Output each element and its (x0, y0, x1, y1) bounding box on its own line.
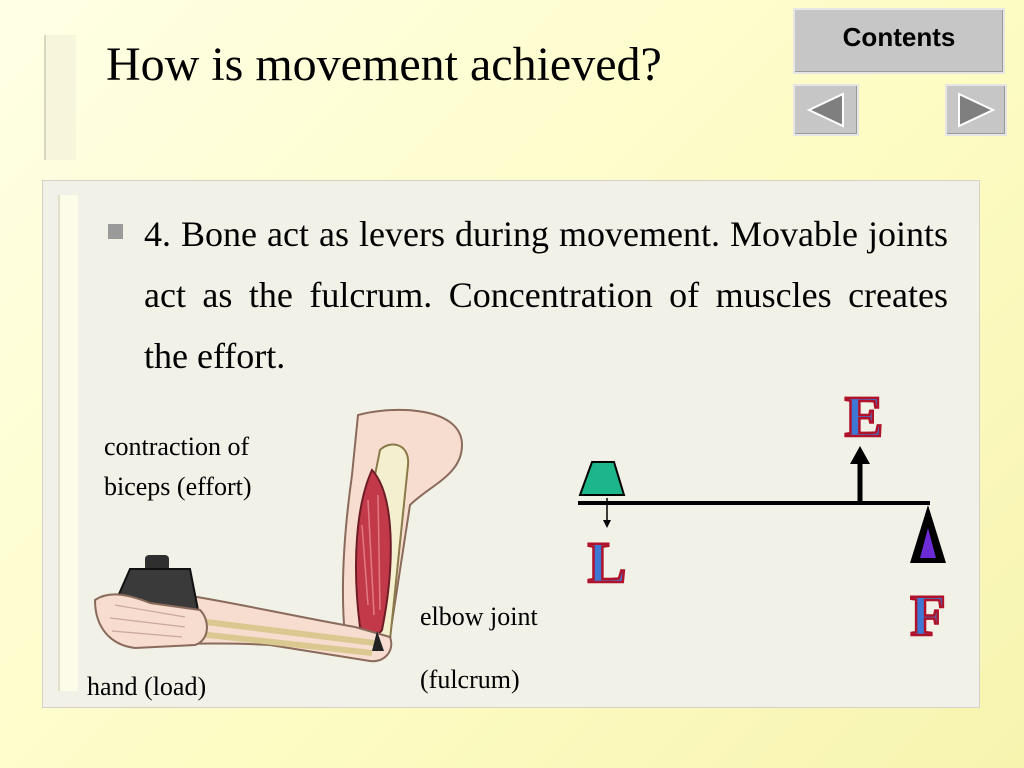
content-accent-bar (58, 195, 78, 691)
load-letter: L (588, 530, 627, 595)
effort-letter: E (845, 384, 884, 449)
title-accent-bar (44, 35, 76, 160)
hand-caption: hand (load) (87, 672, 207, 701)
contents-button[interactable]: Contents (793, 8, 1005, 74)
lever-diagram: E L F (578, 383, 947, 649)
biceps-caption: contraction of biceps (effort) (104, 432, 252, 501)
next-slide-button[interactable] (945, 84, 1007, 136)
slide-title: How is movement achieved? (106, 38, 662, 91)
fulcrum-letter: F (910, 583, 945, 648)
triangle-right-icon (958, 92, 996, 128)
bullet-marker (108, 224, 123, 239)
previous-slide-button[interactable] (793, 84, 859, 136)
elbow-caption: elbow joint (420, 602, 538, 631)
triangle-left-icon (806, 92, 844, 128)
load-block (578, 461, 626, 496)
bullet-text: 4. Bone act as levers during movement. M… (144, 214, 948, 376)
fulcrum-inner (920, 528, 936, 558)
arm-illustration (93, 408, 464, 663)
fulcrum-caption: (fulcrum) (420, 665, 520, 694)
